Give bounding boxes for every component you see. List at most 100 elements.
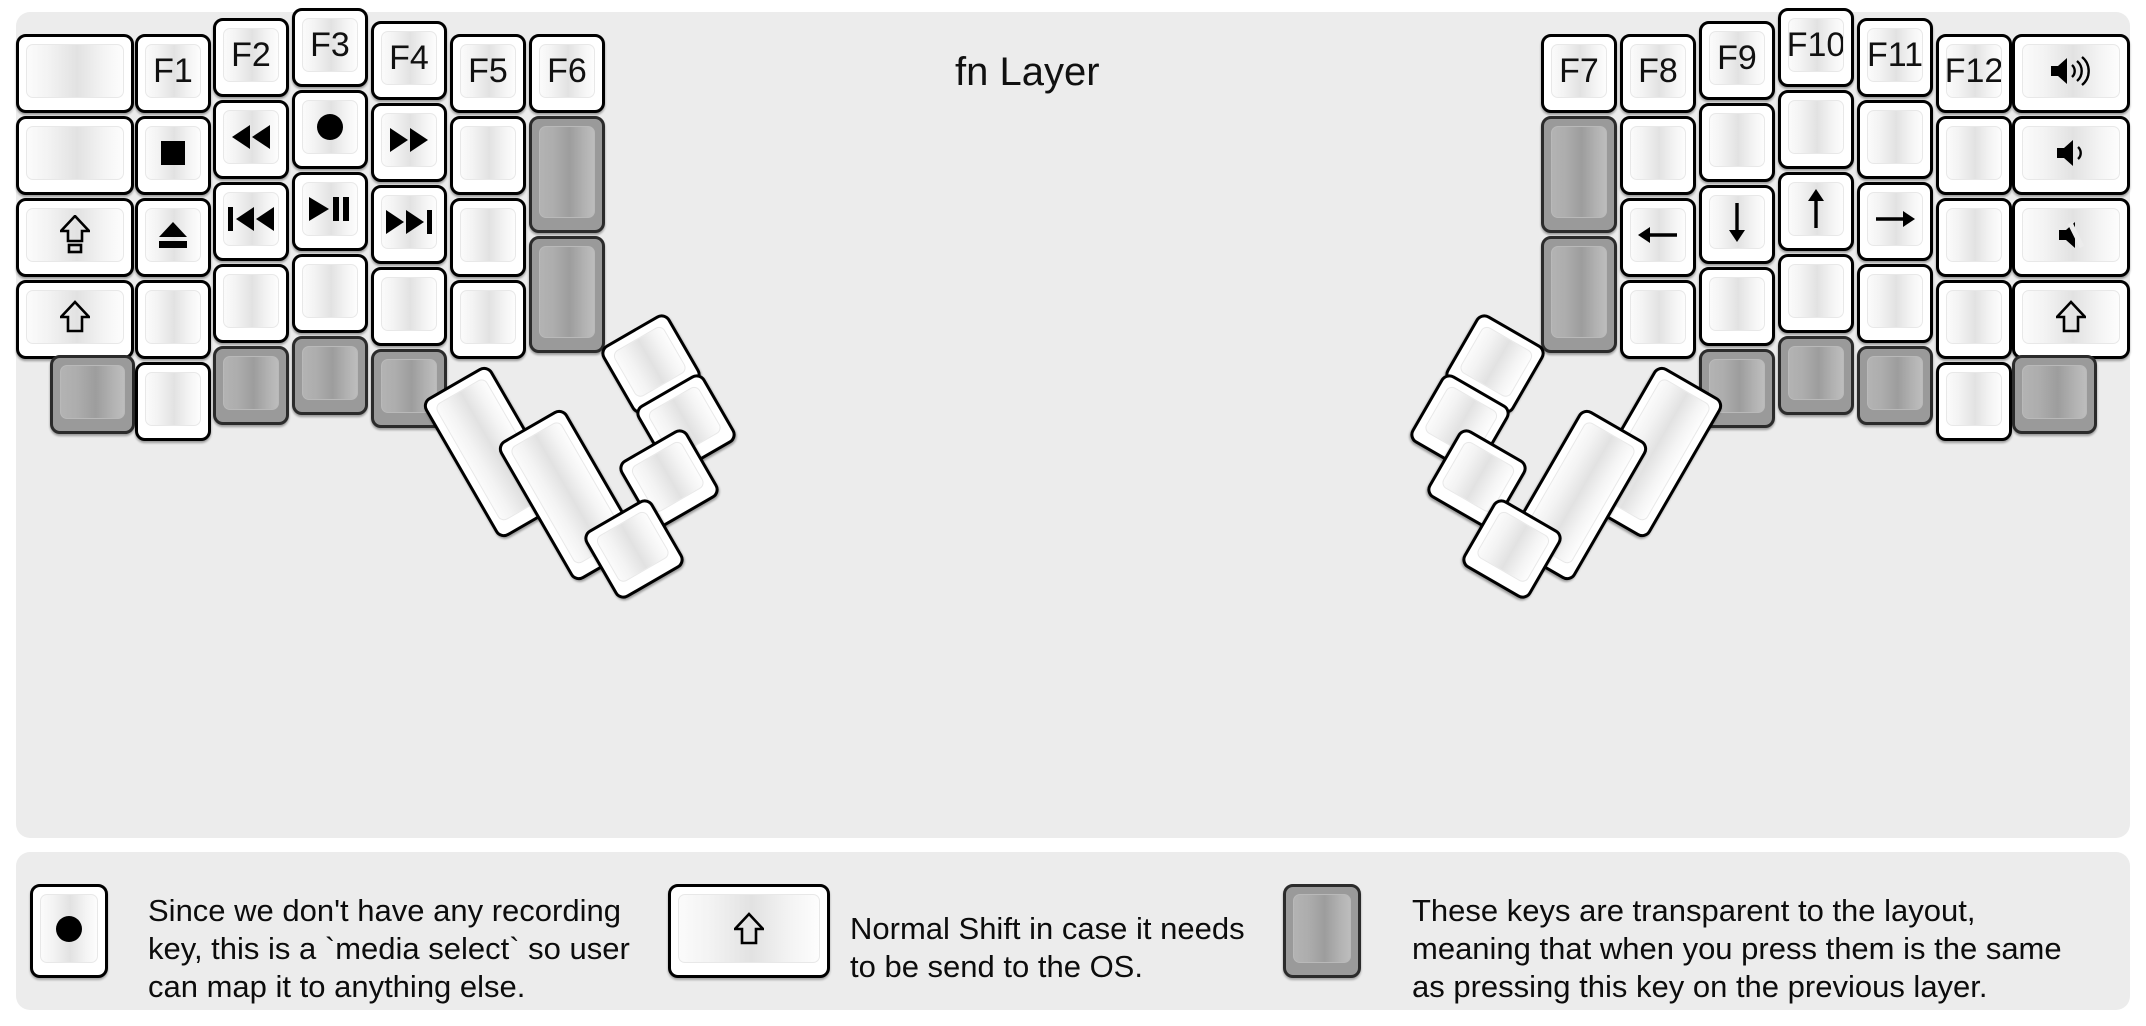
col-inner-key-f7[interactable]: F7 bbox=[1541, 34, 1617, 113]
col-middle-key-arrow-up[interactable] bbox=[1778, 172, 1854, 251]
key-label: F9 bbox=[1717, 39, 1757, 77]
keycap-face bbox=[1788, 346, 1844, 400]
col-pinky-outer-key-volume-mute[interactable] bbox=[2012, 198, 2130, 277]
col-pinky-key-blank-r3[interactable] bbox=[1936, 198, 2012, 277]
col-middle-key-blank-r2[interactable] bbox=[1778, 90, 1854, 169]
col-index-inner-key-arrow-left[interactable] bbox=[1620, 198, 1696, 277]
col-inner-key-transparent-tall-1[interactable] bbox=[1541, 116, 1617, 233]
col-inner-key-transparent-tall-2[interactable] bbox=[529, 236, 605, 353]
col-pinky-outer-key-blank-r1[interactable] bbox=[16, 34, 134, 113]
key-label: F1 bbox=[153, 52, 193, 90]
col-index-inner-key-f5[interactable]: F5 bbox=[450, 34, 526, 113]
col-index-key-transparent-r5[interactable] bbox=[1699, 349, 1775, 428]
col-pinky-outer-key-volume-up[interactable] bbox=[2012, 34, 2130, 113]
col-index-inner-key-blank-r3[interactable] bbox=[450, 198, 526, 277]
col-pinky-key-blank-r5[interactable] bbox=[135, 362, 211, 441]
col-ring-key-blank-r4[interactable] bbox=[213, 264, 289, 343]
keycap-face bbox=[302, 346, 358, 400]
keyboard-board-panel bbox=[16, 12, 2130, 838]
col-ring-key-f2[interactable]: F2 bbox=[213, 18, 289, 97]
col-pinky-outer-key-transparent-thumb[interactable] bbox=[2012, 355, 2097, 434]
col-index-inner-key-f8[interactable]: F8 bbox=[1620, 34, 1696, 113]
volume-mute-icon bbox=[2056, 219, 2086, 251]
col-ring-key-f11[interactable]: F11 bbox=[1857, 18, 1933, 97]
caps-lock-icon bbox=[60, 215, 90, 255]
col-pinky-key-blank-r2[interactable] bbox=[1936, 116, 2012, 195]
legend-normal-shift-text: Normal Shift in case it needs to be send… bbox=[850, 911, 1245, 984]
keycap-face bbox=[1788, 100, 1844, 154]
key-label: F2 bbox=[231, 36, 271, 74]
col-pinky-key-blank-r4[interactable] bbox=[1936, 280, 2012, 359]
key-label: F5 bbox=[468, 52, 508, 90]
col-pinky-key-f1[interactable]: F1 bbox=[135, 34, 211, 113]
col-middle-key-blank-r4[interactable] bbox=[1778, 254, 1854, 333]
keycap-face bbox=[1788, 182, 1844, 236]
col-ring-key-transparent-r5[interactable] bbox=[213, 346, 289, 425]
col-index-inner-key-blank-r2[interactable] bbox=[450, 116, 526, 195]
col-inner-key-transparent-tall-1[interactable] bbox=[529, 116, 605, 233]
arrow-down-icon bbox=[1724, 201, 1750, 243]
col-pinky-outer-key-blank-r2[interactable] bbox=[16, 116, 134, 195]
col-ring-key-arrow-right[interactable] bbox=[1857, 182, 1933, 261]
col-pinky-key-f12[interactable]: F12 bbox=[1936, 34, 2012, 113]
col-pinky-outer-key-caps-lock[interactable] bbox=[16, 198, 134, 277]
col-ring-key-blank-r4[interactable] bbox=[1857, 264, 1933, 343]
keycap-face bbox=[678, 894, 820, 963]
col-index-key-blank-r4[interactable] bbox=[1699, 267, 1775, 346]
col-index-key-media-next-track[interactable] bbox=[371, 185, 447, 264]
col-middle-key-transparent-r5[interactable] bbox=[292, 336, 368, 415]
col-ring-key-media-rewind[interactable] bbox=[213, 100, 289, 179]
arrow-left-icon bbox=[1637, 222, 1679, 248]
col-pinky-key-media-stop[interactable] bbox=[135, 116, 211, 195]
col-pinky-key-blank-r5[interactable] bbox=[1936, 362, 2012, 441]
col-pinky-outer-key-volume-down[interactable] bbox=[2012, 116, 2130, 195]
shift-icon bbox=[2056, 300, 2086, 334]
keycap-face bbox=[2022, 44, 2120, 98]
col-middle-key-media-record[interactable] bbox=[292, 90, 368, 169]
keycap-face: F12 bbox=[1946, 44, 2002, 98]
volume-down-icon bbox=[2054, 137, 2088, 169]
col-middle-key-transparent-r5[interactable] bbox=[1778, 336, 1854, 415]
col-index-key-transparent-r5[interactable] bbox=[371, 349, 447, 428]
col-pinky-key-blank-r4[interactable] bbox=[135, 280, 211, 359]
keycap-face bbox=[1551, 246, 1607, 338]
shift-icon bbox=[734, 911, 764, 946]
col-pinky-key-media-eject[interactable] bbox=[135, 198, 211, 277]
col-ring-key-media-prev-track[interactable] bbox=[213, 182, 289, 261]
col-ring-key-blank-r2[interactable] bbox=[1857, 100, 1933, 179]
col-index-key-f9[interactable]: F9 bbox=[1699, 21, 1775, 100]
keycap-face bbox=[1946, 126, 2002, 180]
col-index-key-arrow-down[interactable] bbox=[1699, 185, 1775, 264]
legend-media-select-text: Since we don't have any recording key, t… bbox=[148, 893, 630, 1004]
col-inner-key-f6[interactable]: F6 bbox=[529, 34, 605, 113]
keycap-face bbox=[1867, 356, 1923, 410]
keycap-face: F2 bbox=[223, 28, 279, 82]
key-label: F12 bbox=[1946, 52, 2002, 90]
col-middle-key-f10[interactable]: F10 bbox=[1778, 8, 1854, 87]
col-ring-key-transparent-r5[interactable] bbox=[1857, 346, 1933, 425]
key-label: F3 bbox=[310, 26, 350, 64]
col-middle-key-media-play-pause[interactable] bbox=[292, 172, 368, 251]
key-label: F10 bbox=[1788, 26, 1844, 64]
col-inner-key-transparent-tall-2[interactable] bbox=[1541, 236, 1617, 353]
col-pinky-outer-key-shift[interactable] bbox=[2012, 280, 2130, 359]
col-pinky-outer-key-transparent-thumb[interactable] bbox=[50, 355, 135, 434]
keycap-face: F3 bbox=[302, 18, 358, 72]
col-index-inner-key-blank-r4[interactable] bbox=[450, 280, 526, 359]
col-pinky-outer-key-shift[interactable] bbox=[16, 280, 134, 359]
col-index-key-media-fast-forward[interactable] bbox=[371, 103, 447, 182]
col-middle-key-blank-r4[interactable] bbox=[292, 254, 368, 333]
key-label: F11 bbox=[1867, 36, 1923, 74]
keycap-face bbox=[381, 195, 437, 249]
col-index-inner-key-blank-r4[interactable] bbox=[1620, 280, 1696, 359]
keycap-face: F4 bbox=[381, 31, 437, 85]
keycap-face bbox=[1474, 509, 1552, 585]
keycap-face bbox=[1551, 126, 1607, 218]
col-index-inner-key-blank-r2[interactable] bbox=[1620, 116, 1696, 195]
record-icon bbox=[313, 110, 347, 144]
col-index-key-blank-r4[interactable] bbox=[371, 267, 447, 346]
col-middle-key-f3[interactable]: F3 bbox=[292, 8, 368, 87]
keycap-face bbox=[460, 290, 516, 344]
col-index-key-f4[interactable]: F4 bbox=[371, 21, 447, 100]
col-index-key-blank-r2[interactable] bbox=[1699, 103, 1775, 182]
